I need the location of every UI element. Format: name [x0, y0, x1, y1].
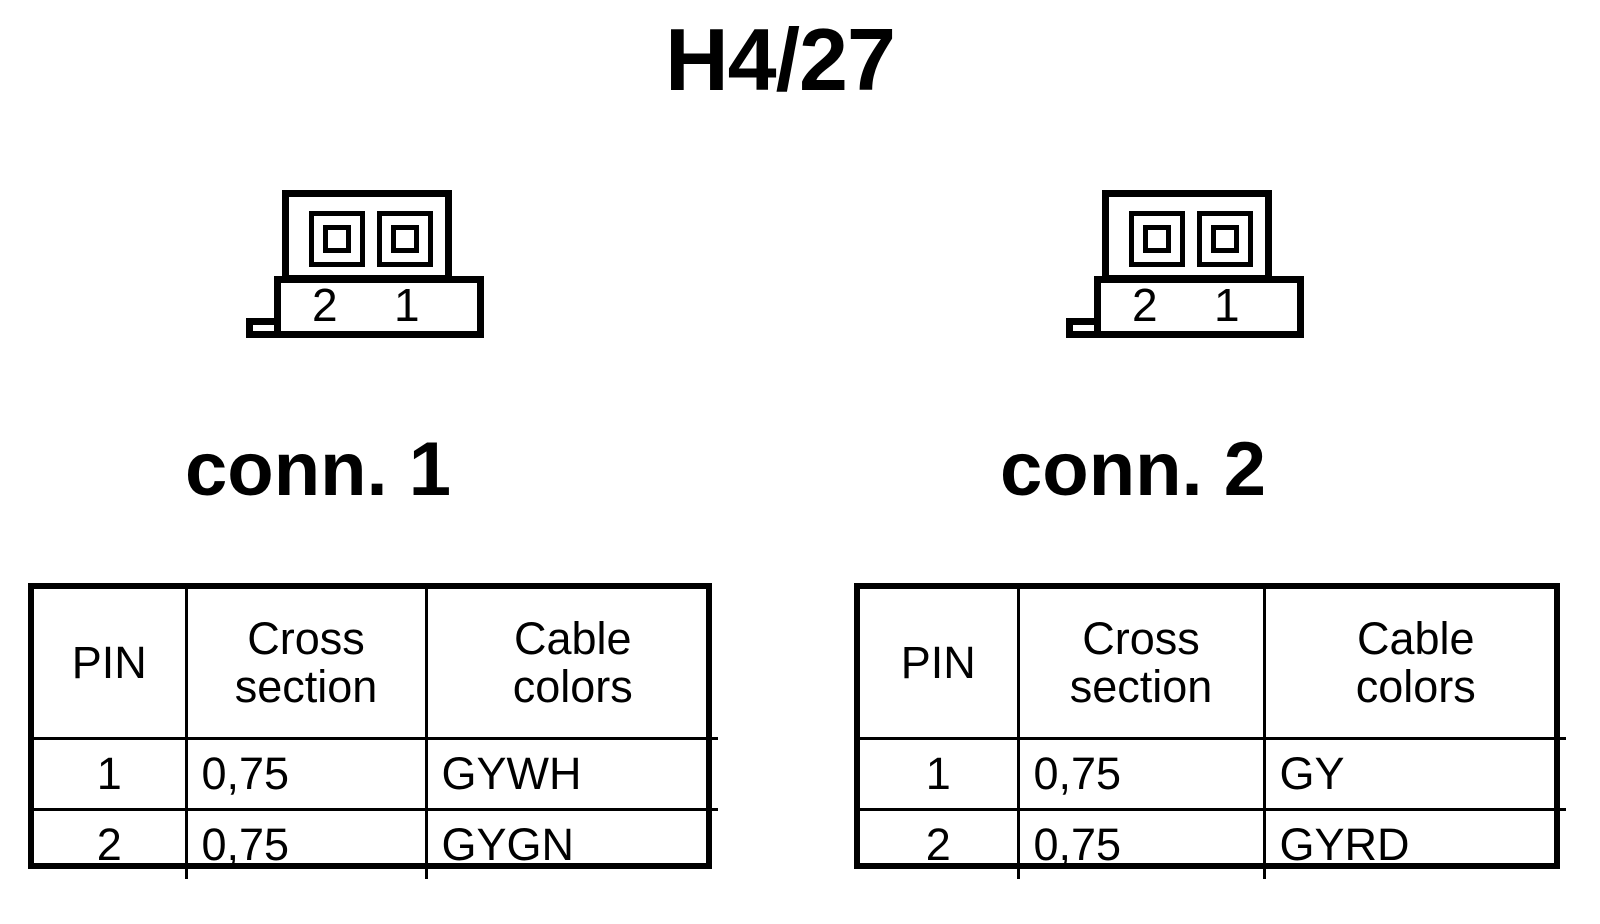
connector-symbol-conn-1: 2 1	[246, 190, 496, 350]
header-cross-section-line-2: section	[1069, 661, 1213, 712]
header-cross-section: Cross section	[1016, 589, 1266, 740]
table-header-row: PIN Cross section Cable colors	[860, 589, 1566, 740]
header-cross-section: Cross section	[184, 589, 428, 740]
connector-title-conn-2: conn. 2	[1000, 427, 1267, 512]
connector-pin-label-2: 2	[1132, 279, 1158, 331]
cell-cable-colors: GYWH	[424, 737, 718, 811]
header-cable-colors-line-2: colors	[512, 661, 633, 712]
connector-pin-label-1: 1	[1214, 279, 1240, 331]
connector-cavity-1	[377, 211, 433, 267]
cell-pin: 1	[34, 737, 188, 811]
connector-housing-top	[282, 190, 452, 282]
page-title: H4/27	[665, 10, 896, 109]
header-pin-line-1: PIN	[71, 637, 147, 689]
connector-cavity-2-inner	[1143, 225, 1171, 253]
cell-cross-section: 0,75	[184, 737, 428, 811]
connector-housing-bottom	[1094, 276, 1304, 338]
cell-cross-section: 0,75	[1016, 808, 1266, 879]
pin-table-conn-1: PIN Cross section Cable colors 1 0,75 GY…	[28, 583, 718, 879]
connector-cavity-1-inner	[391, 225, 419, 253]
cell-cable-colors: GYGN	[424, 808, 718, 879]
header-pin: PIN	[860, 589, 1020, 740]
cell-cross-section: 0,75	[184, 808, 428, 879]
cell-cable-colors: GY	[1262, 737, 1566, 811]
header-cable-colors-line-2: colors	[1355, 661, 1476, 712]
table-header-row: PIN Cross section Cable colors	[34, 589, 718, 740]
connector-cavity-2	[309, 211, 365, 267]
connector-pin-label-2: 2	[312, 279, 338, 331]
connector-cavity-2	[1129, 211, 1185, 267]
cell-cable-colors: GYRD	[1262, 808, 1566, 879]
connector-housing-top	[1102, 190, 1272, 282]
connector-cavity-1-inner	[1211, 225, 1239, 253]
header-pin: PIN	[34, 589, 188, 740]
connector-cavity-2-inner	[323, 225, 351, 253]
connector-pin-label-1: 1	[394, 279, 420, 331]
header-pin-line-1: PIN	[900, 637, 976, 689]
cell-pin: 1	[860, 737, 1020, 811]
pin-table-conn-2: PIN Cross section Cable colors 1 0,75 GY	[854, 583, 1566, 879]
header-cross-section-line-1: Cross	[247, 613, 365, 665]
header-cross-section-line-1: Cross	[1082, 613, 1200, 665]
connector-symbol-conn-2: 2 1	[1066, 190, 1316, 350]
cell-cross-section: 0,75	[1016, 737, 1266, 811]
table-row: 1 0,75 GY	[860, 737, 1566, 811]
table-row: 2 0,75 GYRD	[860, 808, 1566, 879]
header-cable-colors-line-1: Cable	[1356, 613, 1475, 665]
header-cable-colors: Cable colors	[424, 589, 718, 740]
table-row: 2 0,75 GYGN	[34, 808, 718, 879]
header-cross-section-line-2: section	[234, 661, 378, 712]
cell-pin: 2	[860, 808, 1020, 879]
header-cable-colors-line-1: Cable	[513, 613, 632, 665]
header-cable-colors: Cable colors	[1262, 589, 1566, 740]
cell-pin: 2	[34, 808, 188, 879]
connector-housing-bottom	[274, 276, 484, 338]
table-row: 1 0,75 GYWH	[34, 737, 718, 811]
connector-title-conn-1: conn. 1	[185, 427, 452, 512]
connector-cavity-1	[1197, 211, 1253, 267]
